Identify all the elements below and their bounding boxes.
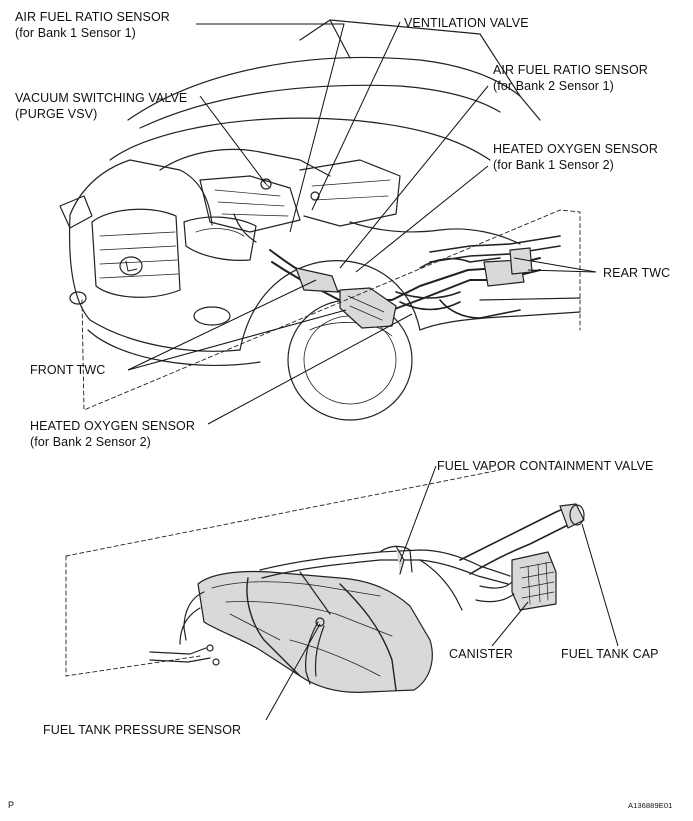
label-line1: HEATED OXYGEN SENSOR [30, 419, 195, 433]
label-line2: (for Bank 1 Sensor 1) [15, 26, 136, 40]
label-line1: FUEL VAPOR CONTAINMENT VALVE [437, 459, 654, 473]
label-line1: FUEL TANK CAP [561, 647, 659, 661]
label-fuel-tank-cap: FUEL TANK CAP [561, 646, 659, 662]
label-line1: VACUUM SWITCHING VALVE [15, 91, 188, 105]
label-fuel-vapor-containment-valve: FUEL VAPOR CONTAINMENT VALVE [437, 458, 654, 474]
label-line2: (for Bank 2 Sensor 2) [30, 435, 151, 449]
label-line1: REAR TWC [603, 266, 671, 280]
label-heated-oxygen-sensor-bank1: HEATED OXYGEN SENSOR (for Bank 1 Sensor … [493, 141, 658, 173]
label-line2: (for Bank 2 Sensor 1) [493, 79, 614, 93]
fuel-tank-illustration [149, 503, 585, 693]
label-line1: CANISTER [449, 647, 514, 661]
label-fuel-tank-pressure-sensor: FUEL TANK PRESSURE SENSOR [43, 722, 241, 738]
label-line1: FRONT TWC [30, 363, 106, 377]
label-line1: FUEL TANK PRESSURE SENSOR [43, 723, 242, 737]
label-line2: (for Bank 1 Sensor 2) [493, 158, 614, 172]
figure-id: A136889E01 [628, 801, 673, 810]
label-line1: HEATED OXYGEN SENSOR [493, 142, 658, 156]
label-line2: (PURGE VSV) [15, 107, 98, 121]
label-front-twc: FRONT TWC [30, 362, 105, 378]
label-air-fuel-ratio-sensor-bank1: AIR FUEL RATIO SENSOR (for Bank 1 Sensor… [15, 9, 170, 41]
label-vacuum-switching-valve: VACUUM SWITCHING VALVE (PURGE VSV) [15, 90, 187, 122]
label-air-fuel-ratio-sensor-bank2: AIR FUEL RATIO SENSOR (for Bank 2 Sensor… [493, 62, 648, 94]
vehicle-illustration [59, 19, 581, 421]
label-heated-oxygen-sensor-bank2: HEATED OXYGEN SENSOR (for Bank 2 Sensor … [30, 418, 195, 450]
leader-lines [127, 21, 619, 721]
label-line1: AIR FUEL RATIO SENSOR [15, 10, 170, 24]
label-line1: AIR FUEL RATIO SENSOR [493, 63, 648, 77]
label-rear-twc: REAR TWC [603, 265, 670, 281]
label-line1: VENTILATION VALVE [404, 16, 529, 30]
label-ventilation-valve: VENTILATION VALVE [404, 15, 529, 31]
page-mark: P [8, 800, 15, 810]
exhaust-system [269, 235, 561, 329]
label-canister: CANISTER [449, 646, 513, 662]
